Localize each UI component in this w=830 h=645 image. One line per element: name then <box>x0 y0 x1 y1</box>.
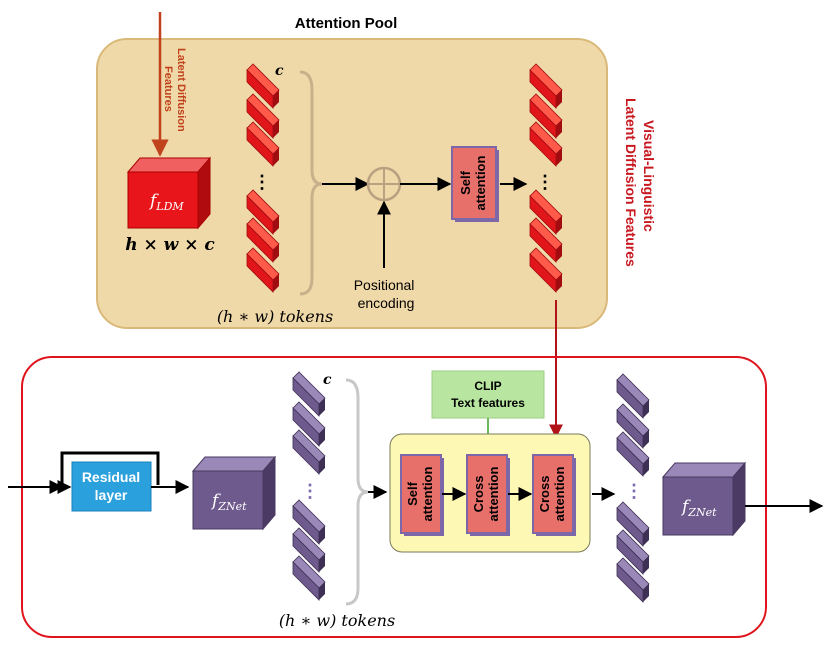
bottom-token-column <box>292 371 326 601</box>
top-output-token-5 <box>529 217 563 263</box>
bottom-output-token-4 <box>616 501 650 547</box>
svg-text:Self: Self <box>405 481 420 506</box>
top-output-token-3 <box>529 121 563 167</box>
clip-text-features-box: CLIP Text features <box>431 370 545 419</box>
top-token-6 <box>246 247 280 293</box>
svg-text:Self: Self <box>458 170 473 195</box>
top-token-3 <box>246 121 280 167</box>
svg-text:fLDM: fLDM <box>148 191 184 213</box>
ldm-dims-label: h × w × c <box>125 235 215 255</box>
residual-skip-connection <box>60 451 160 487</box>
top-output-token-6 <box>529 247 563 293</box>
svg-text:attention: attention <box>473 156 488 211</box>
svg-text:Features: Features <box>162 66 174 112</box>
svg-text:Latent Diffusion Features: Latent Diffusion Features <box>623 98 639 267</box>
bottom-output-ellipsis: ⋮ <box>625 481 643 502</box>
bottom-output-token-5 <box>616 529 650 575</box>
bottom-output-token-1 <box>616 373 650 419</box>
top-token-column <box>246 63 280 293</box>
attention-pool-title: Attention Pool <box>295 15 397 32</box>
svg-text:fZNet: fZNet <box>680 497 717 519</box>
attention-block-cross-2: Cross attention <box>532 454 576 536</box>
svg-text:Residual: Residual <box>82 469 140 485</box>
svg-text:attention: attention <box>552 467 567 522</box>
svg-text:CLIP: CLIP <box>474 379 501 393</box>
svg-text:fZNet: fZNet <box>210 491 247 513</box>
top-token-ellipsis: ⋮ <box>253 172 271 193</box>
top-output-token-4 <box>529 189 563 235</box>
znet-cube: fZNet <box>191 455 277 531</box>
bottom-brace <box>345 378 369 606</box>
bottom-output-token-column <box>616 373 650 603</box>
svg-text:Visual-Linguistic: Visual-Linguistic <box>641 120 657 232</box>
bottom-token-6 <box>292 555 326 601</box>
output-znet-cube: fZNet <box>661 461 747 537</box>
side-label: Visual-Linguistic Latent Diffusion Featu… <box>623 98 657 267</box>
svg-text:attention: attention <box>420 467 435 522</box>
residual-layer-block: Residual layer <box>71 461 152 512</box>
bottom-token-3 <box>292 429 326 475</box>
ldm-cube: fLDM <box>126 156 212 230</box>
top-output-ellipsis: ⋮ <box>536 172 554 193</box>
top-token-5 <box>246 217 280 263</box>
latent-diffusion-label: Latent Diffusion Features <box>162 48 187 132</box>
svg-text:Cross: Cross <box>537 476 552 513</box>
top-token-1 <box>246 63 280 109</box>
top-output-token-1 <box>529 63 563 109</box>
svg-text:Latent Diffusion: Latent Diffusion <box>175 48 187 132</box>
bottom-token-5 <box>292 527 326 573</box>
bottom-token-1 <box>292 371 326 417</box>
top-c-label: c <box>275 63 284 79</box>
top-output-token-column <box>529 63 563 293</box>
top-token-4 <box>246 189 280 235</box>
top-self-attention-block: Self attention <box>451 146 499 222</box>
bottom-output-token-3 <box>616 431 650 477</box>
attention-block-cross-1: Cross attention <box>466 454 510 536</box>
svg-text:Cross: Cross <box>471 476 486 513</box>
top-token-2 <box>246 93 280 139</box>
bottom-c-label: c <box>323 372 332 388</box>
svg-text:layer: layer <box>95 487 128 503</box>
svg-text:attention: attention <box>486 467 501 522</box>
top-tokens-label: (h ∗ w) tokens <box>217 307 333 326</box>
svg-text:Text features: Text features <box>451 396 525 410</box>
attention-block-self: Self attention <box>400 454 444 536</box>
bottom-output-token-6 <box>616 557 650 603</box>
bottom-token-4 <box>292 499 326 545</box>
bottom-tokens-label: (h ∗ w) tokens <box>279 611 395 630</box>
top-output-token-2 <box>529 93 563 139</box>
bottom-token-2 <box>292 401 326 447</box>
bottom-token-ellipsis: ⋮ <box>301 481 319 502</box>
positional-encoding-label: Positional encoding <box>354 277 419 311</box>
bottom-output-token-2 <box>616 403 650 449</box>
znet-panel <box>21 356 767 638</box>
